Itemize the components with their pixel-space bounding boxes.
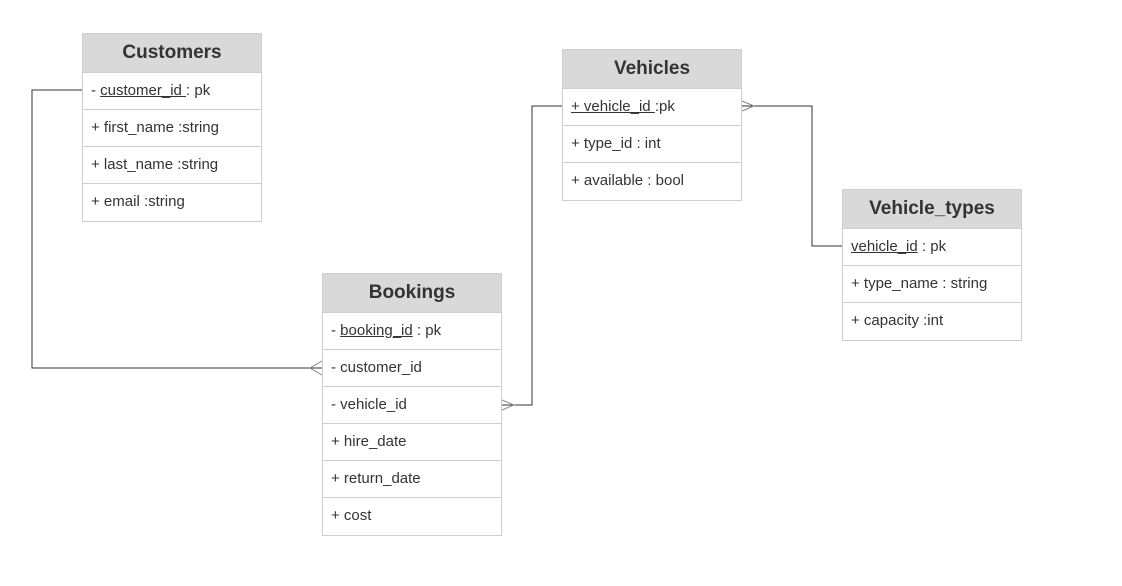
field-name: vehicle_id	[851, 238, 918, 255]
field-hire-date[interactable]: + hire_date	[323, 424, 501, 461]
entity-vehicles[interactable]: Vehicles + vehicle_id :pk + type_id : in…	[562, 49, 742, 201]
entity-title: Vehicle_types	[843, 190, 1021, 229]
field-name: + vehicle_id	[571, 98, 655, 115]
crowfoot-many-icon	[741, 100, 756, 112]
field-vehicle-id[interactable]: + vehicle_id :pk	[563, 89, 741, 126]
field-email[interactable]: + email :string	[91, 193, 185, 210]
field-type: : pk	[186, 82, 211, 99]
field-name: booking_id	[340, 322, 413, 339]
field-return-date[interactable]: + return_date	[323, 461, 501, 498]
field-type: : pk	[412, 322, 442, 339]
field-type-name[interactable]: + type_name : string	[843, 266, 1021, 303]
edge-bookings-vehicles	[502, 105, 562, 406]
field-name: customer_id	[100, 82, 187, 99]
entity-customers[interactable]: Customers - customer_id : pk + first_nam…	[82, 33, 262, 222]
entity-title: Bookings	[323, 274, 501, 313]
field-prefix: -	[331, 322, 341, 339]
field-type: : pk	[917, 238, 947, 255]
edge-customers-bookings	[31, 89, 322, 369]
entity-vehicle-types[interactable]: Vehicle_types vehicle_id : pk + type_nam…	[842, 189, 1022, 341]
field-vehicle-id[interactable]: - vehicle_id	[323, 387, 501, 424]
crowfoot-many-icon	[309, 360, 323, 376]
field-cost[interactable]: + cost	[331, 507, 372, 524]
field-booking-id[interactable]: - booking_id : pk	[323, 313, 501, 350]
entity-bookings[interactable]: Bookings - booking_id : pk - customer_id…	[322, 273, 502, 536]
field-available[interactable]: + available : bool	[571, 172, 684, 189]
field-prefix: -	[91, 82, 101, 99]
crowfoot-many-icon	[501, 399, 516, 411]
field-last-name[interactable]: + last_name :string	[83, 147, 261, 184]
field-customer-id[interactable]: - customer_id	[323, 350, 501, 387]
field-vehicle-id[interactable]: vehicle_id : pk	[843, 229, 1021, 266]
entity-title: Customers	[83, 34, 261, 73]
entity-title: Vehicles	[563, 50, 741, 89]
edge-vehicles-vehicle-types	[742, 105, 842, 247]
field-first-name[interactable]: + first_name :string	[83, 110, 261, 147]
field-customer-id[interactable]: - customer_id : pk	[83, 73, 261, 110]
field-capacity[interactable]: + capacity :int	[851, 312, 944, 329]
field-type-id[interactable]: + type_id : int	[563, 126, 741, 163]
field-type: :pk	[654, 98, 675, 115]
